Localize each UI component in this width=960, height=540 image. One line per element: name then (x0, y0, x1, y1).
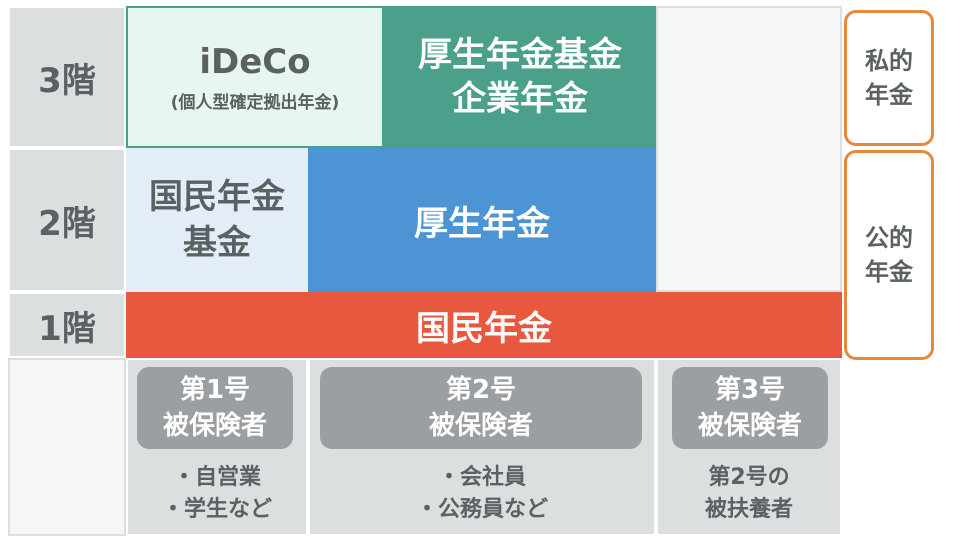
insured-1-line-2: 被保険者 (162, 411, 267, 441)
kosei-nenkin-label: 厚生年金 (414, 203, 550, 244)
insured-3-pill: 第3号 被保険者 (672, 367, 828, 449)
insured-1-desc: ・自営業 ・学生など (126, 458, 308, 530)
kokumin-kikin-line-2: 基金 (183, 223, 251, 263)
insured-3-desc-line-2: 被扶養者 (704, 497, 793, 522)
insured-2-desc-line-2: ・公務員など (415, 497, 548, 522)
ideco-block: iDeCo (個人型確定拠出年金) (126, 6, 384, 148)
kosei-kikin-line-2: 企業年金 (452, 79, 588, 119)
private-pension-line-1: 私的 (865, 47, 913, 75)
public-pension-line-2: 年金 (865, 258, 913, 286)
third-insured-upper-blank (656, 6, 842, 292)
kosei-nenkin-kikin-block: 厚生年金基金 企業年金 (384, 6, 656, 148)
private-pension-line-2: 年金 (865, 81, 913, 109)
insured-2-desc-line-1: ・会社員 (437, 465, 526, 490)
insured-2-line-1: 第2号 (445, 375, 517, 405)
floor-3-text: 3階 (38, 60, 96, 101)
kokumin-kikin-line-1: 国民年金 (149, 177, 285, 217)
insured-2-desc: ・会社員 ・公務員など (308, 458, 656, 530)
kokumin-nenkin-label: 国民年金 (416, 308, 552, 349)
floor-1-text: 1階 (38, 308, 96, 349)
insured-1-desc-line-2: ・学生など (161, 497, 272, 522)
floor-3-label: 3階 (8, 6, 126, 148)
kokumin-nenkin-kikin-block: 国民年金 基金 (126, 148, 308, 292)
public-pension-label: 公的 年金 (844, 150, 934, 360)
corner-blank (8, 358, 126, 536)
kosei-kikin-line-1: 厚生年金基金 (418, 35, 622, 75)
private-pension-label: 私的 年金 (844, 10, 934, 146)
ideco-title: iDeCo (199, 41, 311, 82)
kokumin-nenkin-block: 国民年金 (126, 292, 842, 358)
public-pension-line-1: 公的 (865, 224, 913, 252)
insured-3-desc: 第2号の 被扶養者 (656, 458, 842, 530)
kosei-nenkin-block: 厚生年金 (308, 148, 656, 292)
insured-2-line-2: 被保険者 (428, 411, 533, 441)
floor-2-label: 2階 (8, 148, 126, 292)
ideco-subtitle: (個人型確定拠出年金) (170, 92, 340, 113)
insured-1-pill: 第1号 被保険者 (137, 367, 293, 449)
insured-3-line-2: 被保険者 (697, 411, 802, 441)
insured-1-line-1: 第1号 (179, 375, 251, 405)
insured-3-desc-line-1: 第2号の (708, 465, 790, 490)
insured-1-desc-line-1: ・自営業 (172, 465, 261, 490)
insured-3-line-1: 第3号 (714, 375, 786, 405)
insured-2-pill: 第2号 被保険者 (320, 367, 642, 449)
floor-1-label: 1階 (8, 292, 126, 358)
floor-2-text: 2階 (38, 203, 96, 244)
